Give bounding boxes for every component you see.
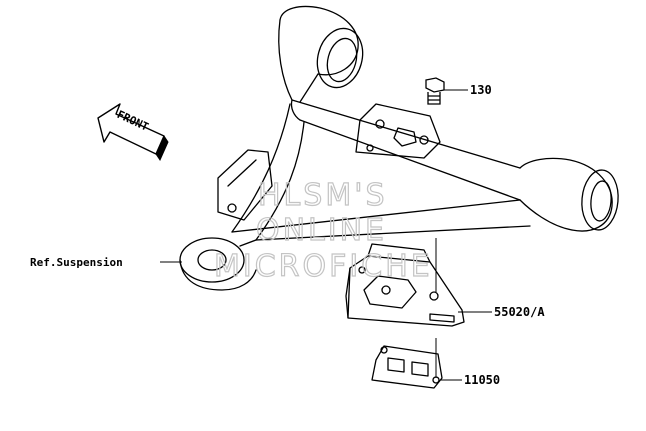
watermark-line-2: ONLINE [256,213,387,248]
bolt-part [425,77,445,105]
watermark-line-1: HLSM'S [258,178,388,213]
rubber-pad-part [371,345,443,389]
watermark-line-3: MICROFICHE [214,249,433,284]
reference-label: Ref.Suspension [30,256,123,269]
watermark: HLSM'S ONLINE MICROFICHE [213,177,433,284]
skid-guard-part [345,243,465,327]
callout-130: 130 [470,83,492,97]
leader-lines [160,89,492,381]
callout-55020a: 55020/A [494,305,545,319]
suspension-arm [179,5,619,291]
front-arrow-icon: FRONT [97,103,169,162]
callout-11050: 11050 [464,373,500,387]
